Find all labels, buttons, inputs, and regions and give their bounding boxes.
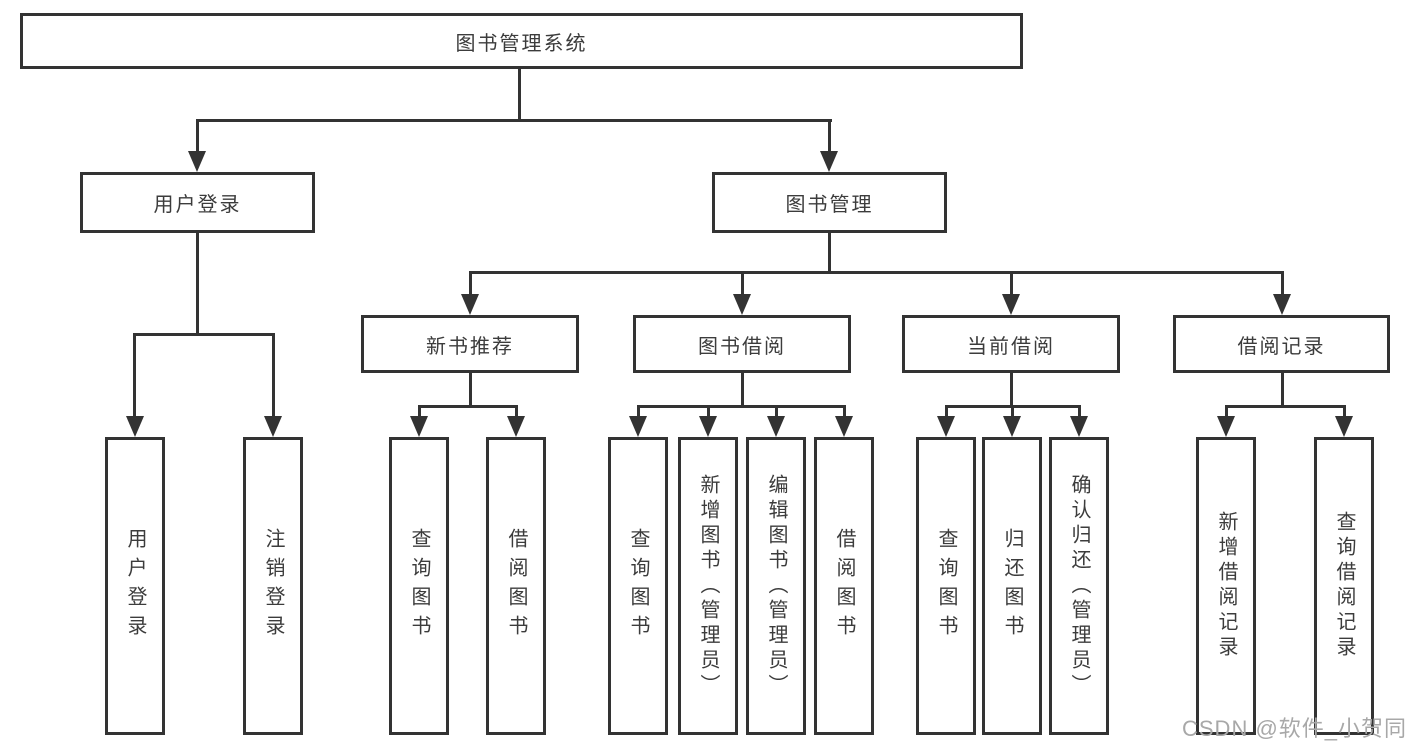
- node-leaf-query-books-borrow: 查询图书: [608, 437, 668, 735]
- connector-line: [272, 333, 275, 421]
- connector-line: [1225, 405, 1346, 408]
- arrow-down-icon: [835, 416, 853, 437]
- node-root: 图书管理系统: [20, 13, 1023, 69]
- connector-line: [196, 119, 199, 155]
- arrow-down-icon: [629, 416, 647, 437]
- node-leaf-edit-books-admin: 编辑图书（管理员）: [746, 437, 806, 735]
- arrow-down-icon: [461, 294, 479, 315]
- node-current-borrow: 当前借阅: [902, 315, 1120, 373]
- arrow-down-icon: [767, 416, 785, 437]
- connector-line: [1010, 271, 1013, 299]
- connector-line: [196, 233, 199, 336]
- connector-line: [775, 405, 778, 421]
- node-new-book-recommend: 新书推荐: [361, 315, 579, 373]
- arrow-down-icon: [410, 416, 428, 437]
- node-leaf-query-books-recommend: 查询图书: [389, 437, 449, 735]
- arrow-down-icon: [820, 151, 838, 172]
- node-leaf-logout: 注销登录: [243, 437, 303, 735]
- arrow-down-icon: [1070, 416, 1088, 437]
- arrow-down-icon: [126, 416, 144, 437]
- csdn-watermark: CSDN @软件_小贺同学: [1182, 716, 1405, 741]
- connector-line: [418, 405, 421, 421]
- connector-line: [1011, 405, 1014, 421]
- arrow-down-icon: [188, 151, 206, 172]
- node-leaf-return-books: 归还图书: [982, 437, 1042, 735]
- connector-line: [515, 405, 518, 421]
- connector-line: [741, 373, 744, 408]
- node-leaf-query-books-current: 查询图书: [916, 437, 976, 735]
- connector-line: [828, 233, 831, 274]
- connector-line: [418, 405, 518, 408]
- arrow-down-icon: [264, 416, 282, 437]
- node-leaf-query-borrow-record: 查询借阅记录: [1314, 437, 1374, 735]
- connector-line: [637, 405, 846, 408]
- arrow-down-icon: [1003, 416, 1021, 437]
- connector-line: [469, 373, 472, 408]
- connector-line: [469, 271, 1283, 274]
- connector-line: [1281, 373, 1284, 408]
- arrow-down-icon: [1002, 294, 1020, 315]
- connector-line: [707, 405, 710, 421]
- arrow-down-icon: [733, 294, 751, 315]
- arrow-down-icon: [699, 416, 717, 437]
- node-leaf-user-login: 用户登录: [105, 437, 165, 735]
- connector-line: [741, 271, 744, 299]
- connector-line: [945, 405, 948, 421]
- arrow-down-icon: [937, 416, 955, 437]
- node-leaf-add-books-admin: 新增图书（管理员）: [678, 437, 738, 735]
- connector-line: [843, 405, 846, 421]
- connector-line: [1225, 405, 1228, 421]
- connector-line: [828, 119, 831, 155]
- connector-line: [133, 333, 275, 336]
- arrow-down-icon: [507, 416, 525, 437]
- connector-line: [469, 271, 472, 299]
- node-leaf-confirm-return-admin: 确认归还（管理员）: [1049, 437, 1109, 735]
- node-borrow-records: 借阅记录: [1173, 315, 1390, 373]
- arrow-down-icon: [1217, 416, 1235, 437]
- node-leaf-borrow-books: 借阅图书: [814, 437, 874, 735]
- connector-line: [1343, 405, 1346, 421]
- connector-line: [637, 405, 640, 421]
- node-book-borrow: 图书借阅: [633, 315, 851, 373]
- connector-line: [1281, 271, 1284, 299]
- node-book-management: 图书管理: [712, 172, 947, 233]
- connector-line: [196, 119, 832, 122]
- node-leaf-borrow-books-recommend: 借阅图书: [486, 437, 546, 735]
- arrow-down-icon: [1335, 416, 1353, 437]
- connector-line: [1078, 405, 1081, 421]
- arrow-down-icon: [1273, 294, 1291, 315]
- connector-line: [1010, 373, 1013, 408]
- connector-line: [518, 69, 521, 121]
- connector-line: [133, 333, 136, 421]
- node-user-login: 用户登录: [80, 172, 315, 233]
- node-leaf-add-borrow-record: 新增借阅记录: [1196, 437, 1256, 735]
